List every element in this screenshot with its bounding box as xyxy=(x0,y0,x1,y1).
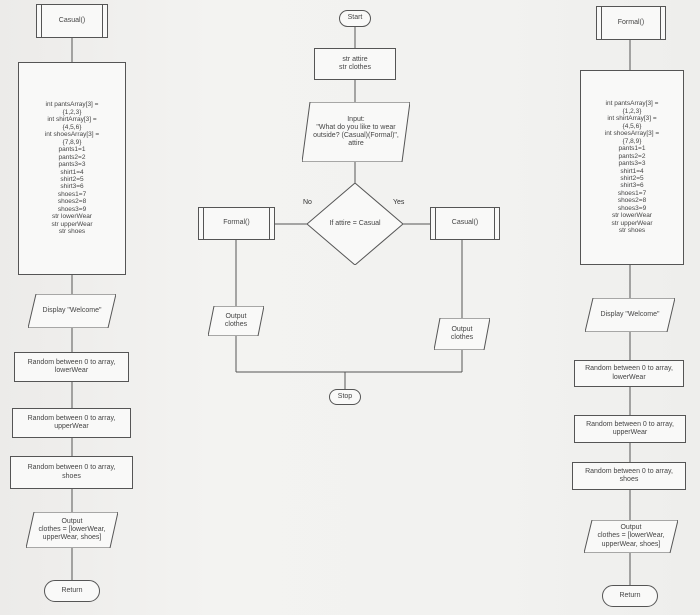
input-attire-text: Input: "What do you like to wear outside… xyxy=(313,115,399,148)
output-clothes-formal: Output clothes xyxy=(208,306,264,336)
declare-variables: str attire str clothes xyxy=(314,48,396,80)
casual-header-label: Casual() xyxy=(58,16,86,24)
casual-declarations-text: int pantsArray[3] = {1,2,3} int shirtArr… xyxy=(44,101,100,236)
call-formal: Formal() xyxy=(198,207,275,240)
start-text: Start xyxy=(347,14,363,22)
formal-random-lower-text: Random between 0 to array, lowerWear xyxy=(585,365,673,381)
yes-branch-label: Yes xyxy=(393,199,405,206)
casual-declarations: int pantsArray[3] = {1,2,3} int shirtArr… xyxy=(18,62,126,275)
casual-random-upperwear: Random between 0 to array, upperWear xyxy=(12,408,131,438)
formal-random-shoes-text: Random between 0 to array, shoes xyxy=(585,467,673,483)
casual-output-clothes: Output clothes = [lowerWear, upperWear, … xyxy=(26,512,118,548)
casual-return: Return xyxy=(44,580,100,602)
declare-variables-text: str attire str clothes xyxy=(339,55,371,71)
casual-random-lowerwear: Random between 0 to array, lowerWear xyxy=(14,352,129,382)
call-casual: Casual() xyxy=(430,207,500,240)
formal-random-lowerwear: Random between 0 to array, lowerWear xyxy=(574,360,684,387)
formal-display-text: Display "Welcome" xyxy=(600,310,660,318)
call-formal-text: Formal() xyxy=(223,219,250,227)
formal-declarations: int pantsArray[3] = {1,2,3} int shirtArr… xyxy=(580,70,684,265)
formal-random-upper-text: Random between 0 to array, upperWear xyxy=(586,420,674,436)
output-clothes-casual: Output clothes xyxy=(434,318,490,350)
no-branch-label: No xyxy=(303,199,312,206)
formal-return: Return xyxy=(602,585,658,607)
attire-decision: If attire = Casual xyxy=(307,183,403,265)
call-casual-text: Casual() xyxy=(451,219,479,227)
formal-random-shoes: Random between 0 to array, shoes xyxy=(572,462,686,490)
start-terminal: Start xyxy=(339,10,371,27)
stop-terminal: Stop xyxy=(329,389,361,405)
casual-output-text: Output clothes = [lowerWear, upperWear, … xyxy=(38,517,106,542)
casual-function-header: Casual() xyxy=(36,4,108,38)
formal-function-header: Formal() xyxy=(596,6,666,40)
formal-declarations-text: int pantsArray[3] = {1,2,3} int shirtArr… xyxy=(604,100,660,235)
casual-return-text: Return xyxy=(61,586,83,594)
formal-random-upperwear: Random between 0 to array, upperWear xyxy=(574,415,686,443)
stop-text: Stop xyxy=(337,392,353,400)
casual-random-shoes-text: Random between 0 to array, shoes xyxy=(27,464,116,480)
formal-output-clothes: Output clothes = [lowerWear, upperWear, … xyxy=(584,520,678,553)
formal-return-text: Return xyxy=(619,591,641,599)
attire-decision-text: If attire = Casual xyxy=(329,219,381,227)
formal-display-welcome: Display "Welcome" xyxy=(585,298,675,332)
input-attire: Input: "What do you like to wear outside… xyxy=(302,102,410,162)
formal-header-label: Formal() xyxy=(617,18,645,26)
output-clothes-formal-text: Output clothes xyxy=(224,312,248,328)
casual-random-shoes: Random between 0 to array, shoes xyxy=(10,456,133,489)
output-clothes-casual-text: Output clothes xyxy=(450,325,474,341)
casual-display-text: Display "Welcome" xyxy=(42,306,102,314)
formal-output-text: Output clothes = [lowerWear, upperWear, … xyxy=(597,524,665,548)
casual-random-lower-text: Random between 0 to array, lowerWear xyxy=(27,358,116,374)
casual-random-upper-text: Random between 0 to array, upperWear xyxy=(27,414,116,430)
casual-display-welcome: Display "Welcome" xyxy=(28,294,116,328)
